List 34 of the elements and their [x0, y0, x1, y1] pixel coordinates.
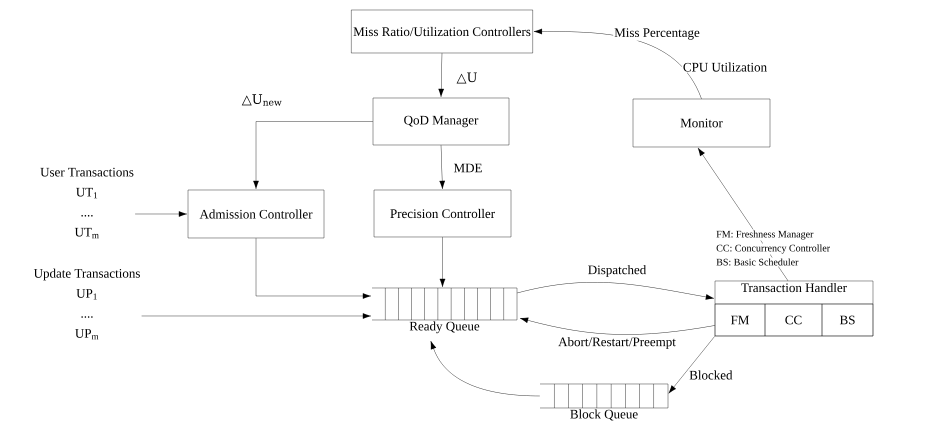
process-box: Precision Controller	[374, 190, 512, 238]
arrow	[253, 121, 373, 190]
edge-label: Abort/Restart/Preempt	[557, 336, 677, 350]
legend-note: FM: Freshness Manager	[715, 229, 814, 241]
legend-note: CC: Concurrency Controller	[715, 243, 832, 255]
module-cell: FM	[714, 304, 766, 336]
queue: Block Queue	[540, 384, 668, 420]
queue: Ready Queue	[372, 288, 518, 334]
arrow	[440, 237, 446, 288]
module-cell: BS	[822, 304, 874, 336]
process-box: Miss Ratio/Utilization Controllers	[350, 10, 534, 54]
edge-label: Blocked	[688, 369, 734, 381]
transaction-source: User Transactions UT$_{1}$ .... UT$_{m}$	[40, 168, 134, 238]
legend-note: BS: Basic Scheduler	[715, 257, 800, 267]
process-box: QoD Manager	[372, 98, 510, 146]
edge-label: Miss Percentage	[613, 27, 701, 41]
arrow	[668, 336, 715, 394]
signal-label: CPU Utilization	[682, 61, 768, 73]
arrow	[439, 145, 446, 190]
edge-label: △U$_{new}$	[240, 93, 284, 107]
arrow	[438, 53, 444, 98]
arrow	[517, 282, 714, 300]
edge-label: MDE	[452, 162, 484, 174]
module-cell: CC	[764, 304, 822, 336]
arrow	[134, 211, 188, 217]
arrow	[520, 318, 715, 335]
arrow	[256, 238, 372, 299]
transaction-source: Update Transactions UP$_{1}$ .... UP$_{m}$	[34, 268, 140, 340]
process-box: Admission Controller	[188, 190, 324, 238]
edge-label: Dispatched	[586, 264, 648, 278]
arrow	[141, 313, 372, 319]
arrow	[430, 340, 540, 396]
process-box: Monitor	[632, 98, 770, 148]
edge-label: △U	[456, 71, 478, 85]
